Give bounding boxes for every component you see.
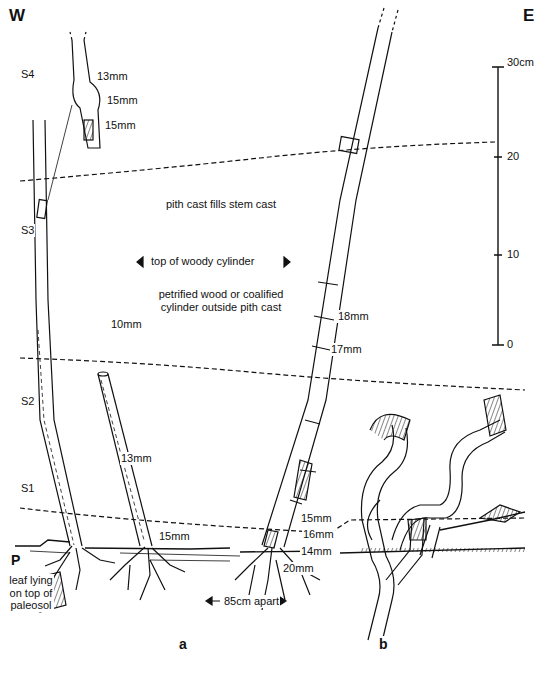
dimension-label: 20mm: [282, 562, 315, 575]
drawing-stroke: [361, 425, 393, 640]
annotation-label: 0: [506, 338, 514, 351]
annotation-label: S3: [20, 224, 35, 237]
dimension-label: 13mm: [96, 70, 129, 83]
annotation-label: b: [378, 636, 389, 652]
drawing-stroke: [339, 137, 359, 154]
dimension-label: 15mm: [158, 530, 191, 543]
annotation-label: S2: [20, 395, 35, 408]
drawing-stroke: [262, 28, 378, 545]
drawing-stroke: [290, 282, 338, 504]
annotation-label: 20: [506, 150, 520, 163]
drawing-stroke: [98, 372, 108, 376]
annotation-label: 85cm apart: [223, 595, 280, 608]
drawing-stroke: [48, 105, 72, 200]
drawing-stroke: [70, 32, 72, 40]
annotation-label: 10: [506, 248, 520, 261]
drawing-stroke: [108, 374, 152, 546]
dimension-label: 17mm: [330, 343, 363, 356]
drawing-stroke: [38, 330, 74, 545]
annotation-label: top of woody cylinder: [150, 255, 255, 268]
drawing-stroke: [484, 395, 506, 436]
drawing-stroke: [84, 120, 93, 140]
drawing-stroke: [492, 67, 504, 345]
drawing-stroke: [84, 32, 86, 40]
compass-label: W: [8, 6, 26, 26]
drawing-stroke: [377, 428, 407, 642]
drawing-stroke: [15, 8, 525, 642]
dimension-label: 10mm: [110, 318, 143, 331]
annotation-label: leaf lying on top of paleosol: [8, 574, 54, 612]
drawing-stroke: [37, 200, 47, 219]
dimension-label: 13mm: [120, 452, 153, 465]
dimension-label: 16mm: [302, 528, 335, 541]
dimension-label: 15mm: [104, 119, 137, 132]
annotation-label: petrified wood or coalified cylinder out…: [140, 288, 302, 313]
annotation-label: S1: [20, 482, 35, 495]
dimension-label: 18mm: [337, 310, 370, 323]
drawing-stroke: [264, 530, 278, 548]
dimension-label: 15mm: [300, 512, 333, 525]
drawing-stroke: [294, 460, 312, 500]
drawing-stroke: [370, 414, 410, 440]
annotation-label: a: [178, 636, 188, 652]
drawing-stroke: [20, 358, 525, 390]
drawing-stroke: [408, 518, 426, 540]
drawing-stroke: [110, 547, 185, 600]
dimension-label: 15mm: [106, 94, 139, 107]
drawing-stroke: [400, 432, 505, 550]
drawing-stroke: [72, 40, 100, 148]
annotation-label: pith cast fills stem cast: [165, 198, 277, 211]
drawing-stroke: [480, 505, 520, 522]
annotation-label: 30cm: [506, 56, 535, 69]
annotation-label: S4: [20, 68, 35, 81]
drawing-stroke: [45, 120, 82, 546]
drawing-stroke: [378, 8, 398, 32]
dimension-label: 14mm: [300, 545, 333, 558]
annotation-label: P: [10, 552, 21, 568]
compass-label: E: [522, 6, 535, 26]
